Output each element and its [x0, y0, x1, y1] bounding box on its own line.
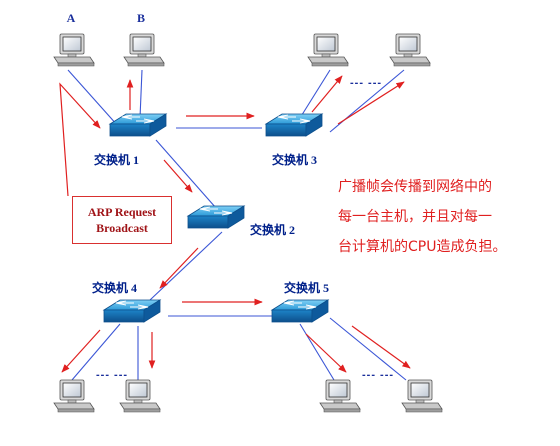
switch1-icon: [109, 113, 167, 137]
link-b-switch1: [139, 69, 143, 119]
arrow-switch5-to-pc-right: [351, 325, 411, 369]
ellipsis-top-right: --- ---: [350, 77, 382, 89]
broadcast-arrows: [59, 75, 411, 373]
ellipsis-bottom-right: --- ---: [362, 369, 394, 381]
arrow-switch4-to-pc-left: [61, 329, 101, 373]
arp-origin-arrow: [59, 82, 101, 197]
switch5-icon: [271, 299, 329, 323]
host-a-label: A: [67, 11, 76, 25]
arrow-switch1-to-switch2: [163, 159, 193, 193]
host-a-computer-icon: [53, 33, 95, 67]
switch1-label: 交换机 1: [94, 152, 139, 167]
link-switch5-pc-left: [299, 323, 335, 381]
note-line-3: 台计算机的CPU造成负担。: [338, 239, 507, 255]
link-switch5-pc-right: [329, 317, 407, 381]
arrow-switch5-to-pc-left: [305, 333, 347, 373]
switch2-icon: [187, 205, 245, 229]
link-switch3-pc-left: [299, 69, 331, 119]
switch3-icon: [265, 113, 323, 137]
switch4-left-computer-icon: [53, 379, 95, 413]
switch3-right-computer-icon: [389, 33, 431, 67]
switch3-left-computer-icon: [307, 33, 349, 67]
link-switch1-switch2: [155, 139, 217, 209]
link-a-switch1: [67, 69, 119, 127]
switch4-right-computer-icon: [119, 379, 161, 413]
arp-box-line2: Broadcast: [96, 221, 148, 235]
ellipsis-bottom-left: --- ---: [96, 369, 128, 381]
arrow-switch3-to-pc-right: [337, 81, 405, 125]
host-b-computer-icon: [123, 33, 165, 67]
switch4-icon: [103, 299, 161, 323]
link-switch2-switch4: [149, 231, 223, 301]
arrow-switch2-to-switch4: [159, 247, 199, 289]
arp-request-box: ARP Request Broadcast: [72, 196, 172, 244]
arrow-switch3-to-pc-left: [311, 75, 343, 113]
switch5-right-computer-icon: [401, 379, 443, 413]
note-line-1: 广播帧会传播到网络中的: [338, 179, 492, 195]
switch4-label: 交换机 4: [92, 280, 137, 295]
switch2-label: 交换机 2: [250, 222, 295, 237]
host-b-label: B: [137, 11, 145, 25]
broadcast-note: 广播帧会传播到网络中的 每一台主机，并且对每一 台计算机的CPU造成负担。: [338, 172, 548, 262]
link-switch4-pc-left: [71, 323, 121, 381]
switch5-label: 交换机 5: [284, 280, 329, 295]
switch3-label: 交换机 3: [272, 152, 317, 167]
arp-box-line1: ARP Request: [87, 205, 157, 219]
switch5-left-computer-icon: [319, 379, 361, 413]
note-line-2: 每一台主机，并且对每一: [338, 209, 492, 225]
